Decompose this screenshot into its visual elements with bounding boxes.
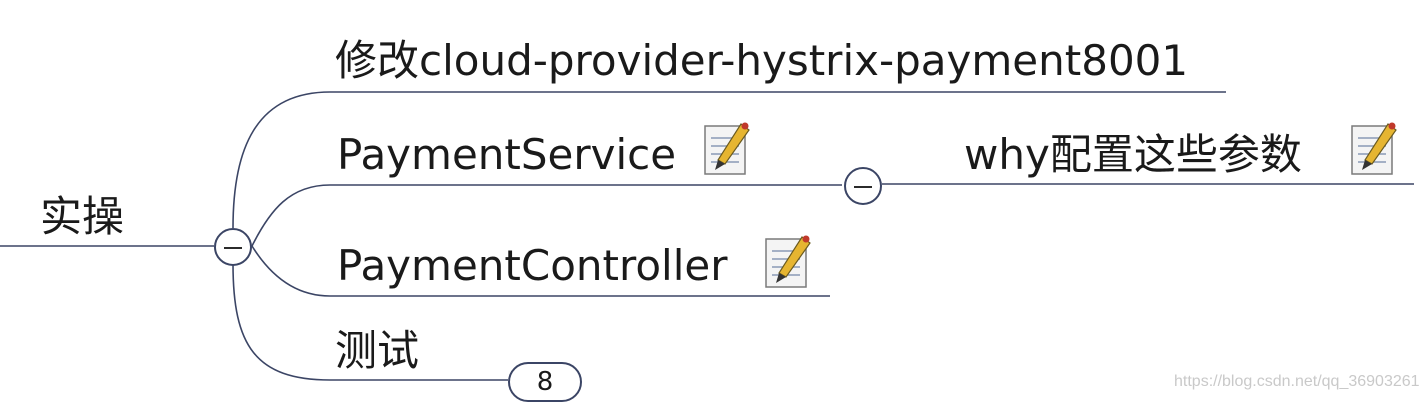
watermark: https://blog.csdn.net/qq_36903261: [1174, 373, 1420, 390]
topic-why-config-params[interactable]: why配置这些参数: [964, 130, 1302, 179]
payment-service-collapse-button[interactable]: [844, 167, 882, 205]
topic-payment-service[interactable]: PaymentService: [337, 130, 677, 179]
root-topic[interactable]: 实操: [40, 192, 125, 241]
topic-test[interactable]: 测试: [335, 326, 420, 375]
root-collapse-button[interactable]: [214, 228, 252, 266]
note-pencil-icon[interactable]: [1350, 120, 1398, 176]
topic-payment-controller[interactable]: PaymentController: [337, 241, 728, 290]
note-pencil-icon[interactable]: [703, 120, 751, 176]
note-pencil-icon[interactable]: [764, 233, 812, 289]
topic-modify-provider[interactable]: 修改cloud-provider-hystrix-payment8001: [335, 36, 1189, 85]
collapsed-count-badge[interactable]: 8: [508, 362, 582, 402]
